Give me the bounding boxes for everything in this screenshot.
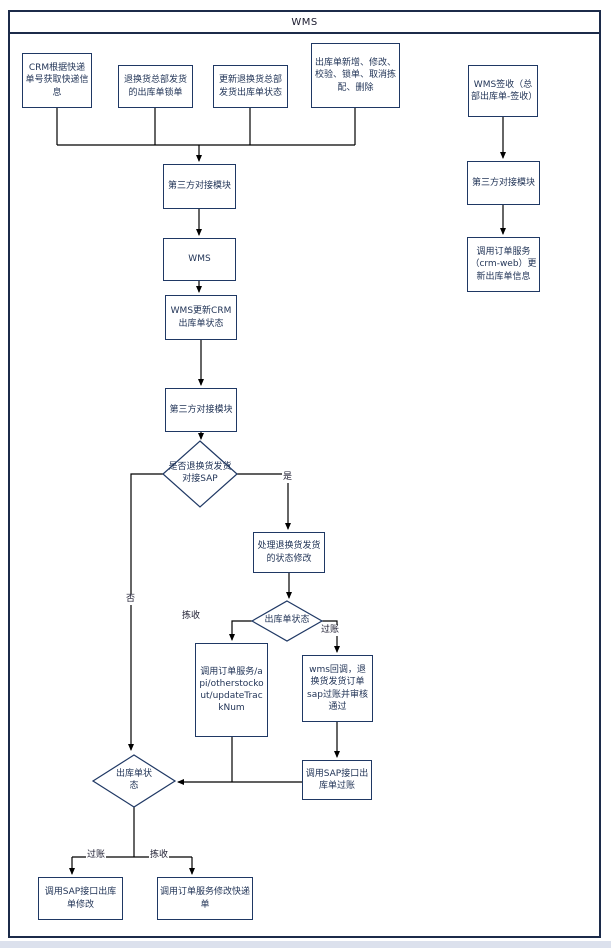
decision-sap-label: 是否退换货发货对接SAP <box>168 462 232 484</box>
node-third-party-module-1: 第三方对接模块 <box>163 164 236 209</box>
decision-status-bottom-diamond <box>91 754 177 808</box>
decision-status-bottom-label: 出库单状态 <box>115 769 152 791</box>
node-third-party-module-2: 第三方对接模块 <box>165 388 237 432</box>
edge-decision-yes <box>237 473 291 530</box>
edge-label-post-bottom: 过账 <box>86 850 107 861</box>
edge-label-pick-mid: 拣收 <box>181 611 202 622</box>
node-update-outbound-status: 更新退换货总部发货出库单状态 <box>213 65 288 108</box>
decision-sap-diamond <box>162 440 238 508</box>
edge-decision-no <box>128 473 163 751</box>
edge-label-no: 否 <box>125 594 137 605</box>
node-third-party-module-right: 第三方对接模块 <box>467 161 540 205</box>
diagram-title-bar: WMS <box>8 10 601 34</box>
edge-statusmid-post <box>322 620 340 653</box>
node-call-sap-post: 调用SAP接口出库单过账 <box>302 760 372 800</box>
edge-label-pick-bottom: 拣收 <box>149 850 170 861</box>
bottom-strip <box>0 941 611 948</box>
node-call-order-service-crmweb: 调用订单服务（crm-web）更新出库单信息 <box>467 237 540 292</box>
node-handle-return-status-modify: 处理退换货发货的状态修改 <box>253 532 325 573</box>
decision-status-mid-label: 出库单状态 <box>264 615 310 626</box>
node-outbound-operations: 出库单新增、修改、校验、锁单、取消拣配、删除 <box>311 43 400 108</box>
edge-label-post-mid: 过账 <box>320 625 341 636</box>
node-wms: WMS <box>163 238 236 281</box>
node-call-sap-modify: 调用SAP接口出库单修改 <box>38 877 123 920</box>
edge-statusmid-pick <box>229 620 252 641</box>
node-wms-update-crm-status: WMS更新CRM出库单状态 <box>165 295 237 340</box>
node-lock-outbound-order: 退换货总部发货的出库单锁单 <box>118 65 193 108</box>
decision-status-mid-diamond <box>250 600 324 642</box>
node-call-order-modify-express: 调用订单服务修改快递单 <box>157 877 253 920</box>
node-wms-sign-off: WMS签收（总部出库单-签收） <box>468 65 538 117</box>
node-call-order-service-api: 调用订单服务/api/otherstockout/updateTrackNum <box>195 643 268 737</box>
edge-label-yes: 是 <box>282 472 294 483</box>
diagram-title: WMS <box>291 16 318 28</box>
node-crm-fetch-express: CRM根据快递单号获取快递信息 <box>22 53 92 108</box>
node-wms-callback-sap-post: wms回调，退换货发货订单sap过账并审核通过 <box>302 655 373 722</box>
